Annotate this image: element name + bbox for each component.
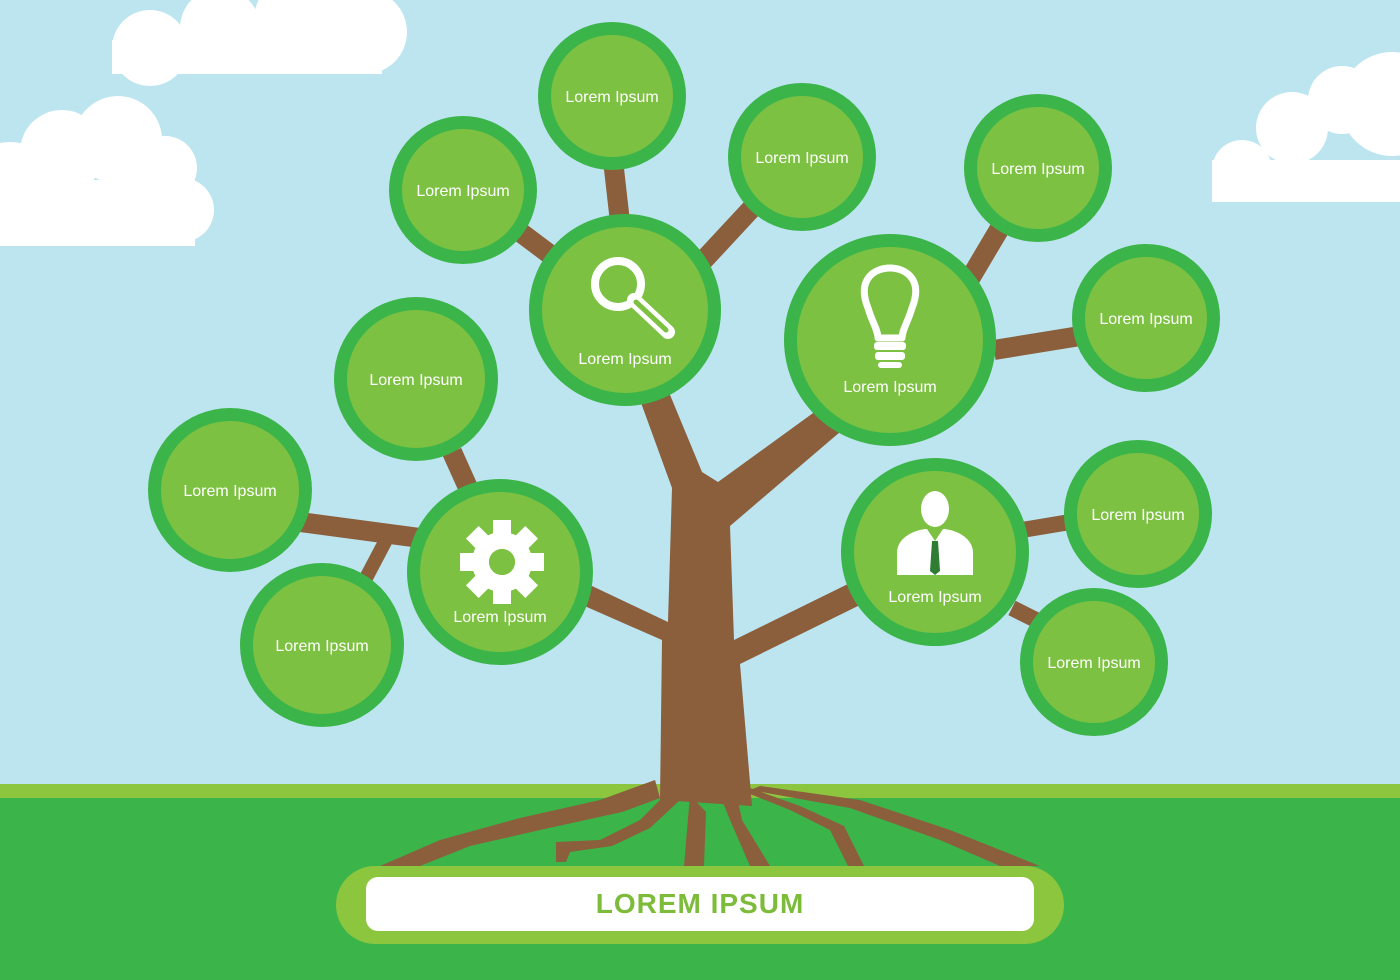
root-title: LOREM IPSUM — [595, 888, 805, 919]
leaf-node-person: Lorem Ipsum — [1020, 588, 1168, 736]
leaf-node-search: Lorem Ipsum — [538, 22, 686, 170]
node-label: Lorem Ipsum — [843, 379, 936, 396]
node-disc — [161, 421, 299, 559]
node-label: Lorem Ipsum — [275, 638, 368, 655]
tree-roots — [380, 780, 1040, 866]
node-label: Lorem Ipsum — [578, 351, 671, 368]
node-label: Lorem Ipsum — [888, 589, 981, 606]
node-disc — [1077, 453, 1199, 575]
lightbulb-icon — [860, 264, 920, 368]
node-label: Lorem Ipsum — [416, 183, 509, 200]
node-disc — [402, 129, 524, 251]
node-disc — [1033, 601, 1155, 723]
leaf-node-search: Lorem Ipsum — [728, 83, 876, 231]
leaf-node-settings: Lorem Ipsum — [334, 297, 498, 461]
node-disc — [741, 96, 863, 218]
node-label: Lorem Ipsum — [991, 161, 1084, 178]
leaf-node-settings: Lorem Ipsum — [148, 408, 312, 572]
cloud-top-left — [112, 0, 407, 86]
gear-icon — [460, 520, 544, 604]
node-label: Lorem Ipsum — [1047, 655, 1140, 672]
node-label: Lorem Ipsum — [453, 609, 546, 626]
leaf-node-idea: Lorem Ipsum — [964, 94, 1112, 242]
leaf-node-idea: Lorem Ipsum — [1072, 244, 1220, 392]
node-label: Lorem Ipsum — [1099, 311, 1192, 328]
node-label: Lorem Ipsum — [565, 89, 658, 106]
node-label: Lorem Ipsum — [755, 150, 848, 167]
root-title-box: LOREM IPSUM — [366, 877, 1034, 931]
tree-trunk — [580, 390, 862, 806]
leaf-node-person: Lorem Ipsum — [1064, 440, 1212, 588]
node-disc — [347, 310, 485, 448]
leaf-node-search: Lorem Ipsum — [389, 116, 537, 264]
node-disc — [551, 35, 673, 157]
magnifier-icon — [591, 257, 675, 339]
node-label: Lorem Ipsum — [369, 372, 462, 389]
node-disc — [253, 576, 391, 714]
leaf-node-settings: Lorem Ipsum — [240, 563, 404, 727]
node-label: Lorem Ipsum — [1091, 507, 1184, 524]
cloud-left — [0, 96, 214, 246]
cloud-right — [1212, 52, 1400, 202]
node-disc — [977, 107, 1099, 229]
node-disc — [1085, 257, 1207, 379]
root-panel: LOREM IPSUM — [336, 866, 1064, 944]
node-label: Lorem Ipsum — [183, 483, 276, 500]
businessman-icon — [897, 491, 973, 575]
